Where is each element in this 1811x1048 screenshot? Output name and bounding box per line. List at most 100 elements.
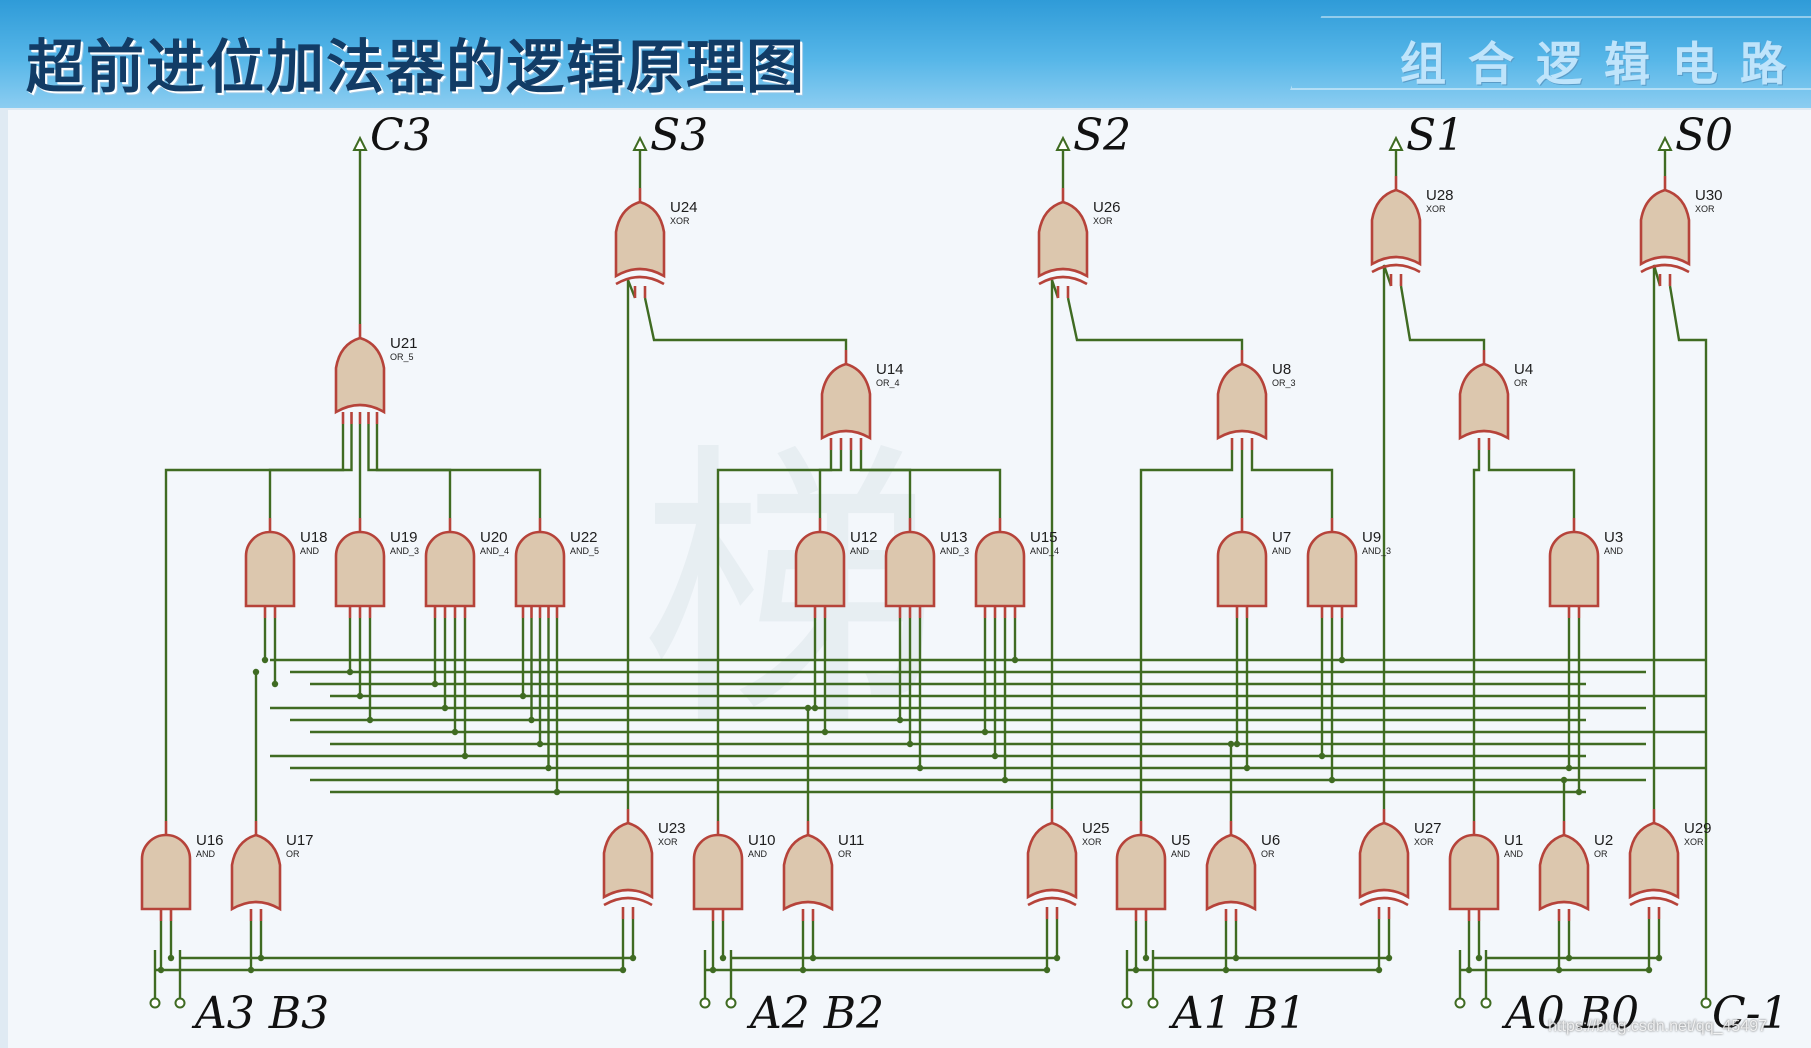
input-pin <box>1147 997 1159 1009</box>
slide-header: 超前进位加法器的逻辑原理图 组合逻辑电路 <box>0 0 1811 108</box>
u6-type-label: OR <box>1261 849 1275 859</box>
junction-dot <box>1227 740 1235 748</box>
u13-body <box>884 530 936 608</box>
u20-type-label: AND_4 <box>480 546 509 556</box>
u8-body <box>1216 362 1268 441</box>
fanin-wire <box>164 424 345 821</box>
fanin-wire <box>1139 450 1234 821</box>
sum-wire <box>626 279 637 809</box>
output-label-s0: S0 <box>1675 110 1733 161</box>
output-label-s2: S2 <box>1073 110 1131 161</box>
u29-type-label: XOR <box>1684 837 1704 847</box>
gate-u2 <box>1538 821 1590 921</box>
u22-body <box>514 530 566 608</box>
junction-dot <box>1565 954 1573 962</box>
input-pin <box>699 997 711 1009</box>
junction-dot <box>519 692 527 700</box>
junction-dot <box>346 668 354 676</box>
u21-ref-label: U21 <box>390 335 418 352</box>
junction-dot <box>1575 788 1583 796</box>
u29-body <box>1628 821 1680 900</box>
junction-dot <box>366 716 374 724</box>
junction-dot <box>441 704 449 712</box>
junction-dot <box>709 966 717 974</box>
junction-dot <box>1043 966 1051 974</box>
gate-u22 <box>514 518 566 618</box>
u25-type-label: XOR <box>1082 837 1102 847</box>
u22-type-label: AND_5 <box>570 546 599 556</box>
junction-dot <box>167 954 175 962</box>
gate-u27 <box>1358 809 1410 919</box>
gate-u20 <box>424 518 476 618</box>
u26-body <box>1037 200 1089 279</box>
junction-dot <box>271 680 279 688</box>
output-label-s3: S3 <box>650 110 708 161</box>
u25-body <box>1026 821 1078 900</box>
gate-u18 <box>244 518 296 618</box>
u15-body <box>974 530 1026 608</box>
u16-body <box>140 833 192 911</box>
junction-dot <box>896 716 904 724</box>
junction-dot <box>906 740 914 748</box>
input-pin <box>149 997 161 1009</box>
input-label-0: A3 B3 <box>191 988 329 1039</box>
u9-body <box>1306 530 1358 608</box>
carry-wire <box>643 297 848 350</box>
u7-body <box>1216 530 1268 608</box>
u24-type-label: XOR <box>670 216 690 226</box>
u30-xor-arc <box>1640 263 1690 274</box>
u24-body <box>614 200 666 279</box>
gate-u29 <box>1628 809 1680 919</box>
gate-u10 <box>692 821 744 921</box>
u6-ref-label: U6 <box>1261 832 1280 849</box>
u3-body <box>1548 530 1600 608</box>
u2-body <box>1538 833 1590 912</box>
junction-dot <box>1475 954 1483 962</box>
gate-u30 <box>1639 176 1691 286</box>
junction-dot <box>916 764 924 772</box>
u12-type-label: AND <box>850 546 870 556</box>
junction-dot <box>1142 954 1150 962</box>
u27-type-label: XOR <box>1414 837 1434 847</box>
u5-type-label: AND <box>1171 849 1191 859</box>
gate-u21 <box>334 324 386 424</box>
u18-body <box>244 530 296 608</box>
u17-body <box>230 833 282 912</box>
gate-u25 <box>1026 809 1078 919</box>
u13-ref-label: U13 <box>940 529 968 546</box>
u16-type-label: AND <box>196 849 216 859</box>
junction-dot <box>461 752 469 760</box>
u11-body <box>782 833 834 912</box>
wire-layer <box>149 135 1712 1009</box>
u9-type-label: AND_3 <box>1362 546 1391 556</box>
u7-ref-label: U7 <box>1272 529 1291 546</box>
u27-xor-arc <box>1359 896 1409 907</box>
u27-ref-label: U27 <box>1414 820 1442 837</box>
junction-dot <box>1232 954 1240 962</box>
gate-u3 <box>1548 518 1600 618</box>
junction-dot <box>1338 656 1346 664</box>
junction-dot <box>799 966 807 974</box>
junction-dot <box>811 704 819 712</box>
gate-u7 <box>1216 518 1268 618</box>
u23-type-label: XOR <box>658 837 678 847</box>
junction-dot <box>804 704 812 712</box>
u28-xor-arc <box>1371 263 1421 274</box>
u25-ref-label: U25 <box>1082 820 1110 837</box>
u26-ref-label: U26 <box>1093 199 1121 216</box>
u21-body <box>334 336 386 415</box>
junction-dot <box>451 728 459 736</box>
sum-wire <box>1382 264 1393 809</box>
u29-ref-label: U29 <box>1684 820 1712 837</box>
gate-u15 <box>974 518 1026 618</box>
gate-u11 <box>782 821 834 921</box>
junction-dot <box>1328 776 1336 784</box>
gate-u13 <box>884 518 936 618</box>
u5-body <box>1115 833 1167 911</box>
fanin-wire <box>375 424 542 518</box>
gate-u19 <box>334 518 386 618</box>
gate-u6 <box>1205 821 1257 921</box>
u14-body <box>820 362 872 441</box>
gate-u14 <box>820 350 872 450</box>
